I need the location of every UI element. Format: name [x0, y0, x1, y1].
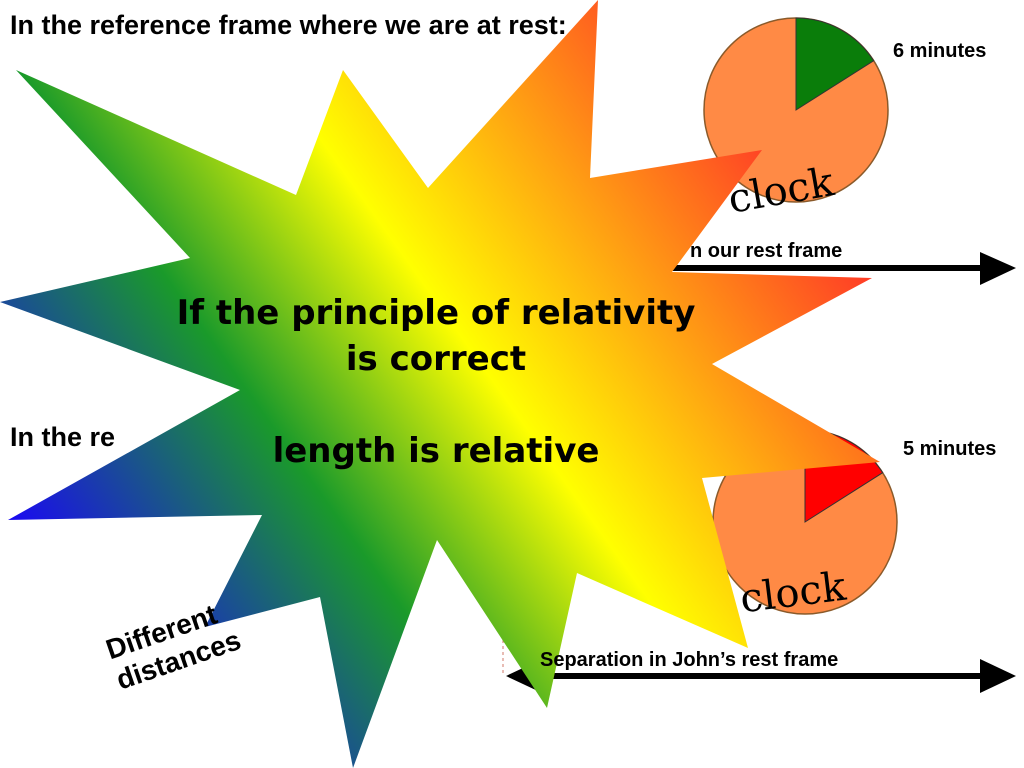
heading-other-frame: In the re: [10, 422, 116, 452]
top-separation-arrow: [640, 252, 1016, 285]
top-clock-minutes: 6 minutes: [893, 40, 987, 62]
burst-line-1: If the principle of relativity: [176, 293, 696, 333]
burst-message: If the principle of relativity is correc…: [126, 291, 746, 475]
starburst-callout: [0, 0, 880, 768]
burst-line-2: is correct: [345, 338, 527, 379]
burst-line-3: length is relative: [272, 430, 600, 471]
top-arrow-label: n our rest frame: [690, 240, 843, 262]
heading-rest-frame: In the reference frame where we are at r…: [10, 10, 567, 40]
bottom-clock-minutes: 5 minutes: [903, 438, 997, 460]
bottom-arrow-label: Separation in John’s rest frame: [540, 649, 839, 671]
top-clock-wedge: [795, 17, 875, 111]
